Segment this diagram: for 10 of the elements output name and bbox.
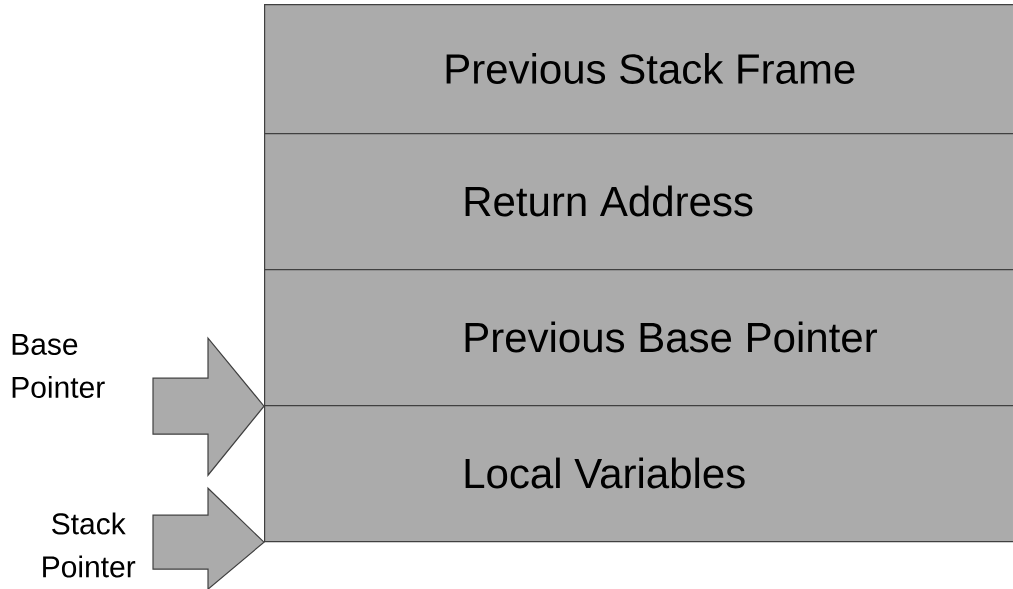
- block-arrow: [152, 336, 265, 477]
- node-label: Previous Stack Frame: [446, 53, 855, 84]
- stack-row: Local Variables: [264, 405, 1013, 543]
- pointer-label: Stack Pointer: [43, 512, 136, 578]
- stack-row: Previous Stack Frame: [264, 4, 1013, 135]
- stack-row: Return Address: [264, 133, 1013, 271]
- node-label: Return Address: [465, 185, 753, 217]
- pointer-label: Base Pointer: [12, 334, 105, 398]
- block-arrow: [152, 486, 265, 589]
- stack-row: Previous Base Pointer: [264, 269, 1013, 407]
